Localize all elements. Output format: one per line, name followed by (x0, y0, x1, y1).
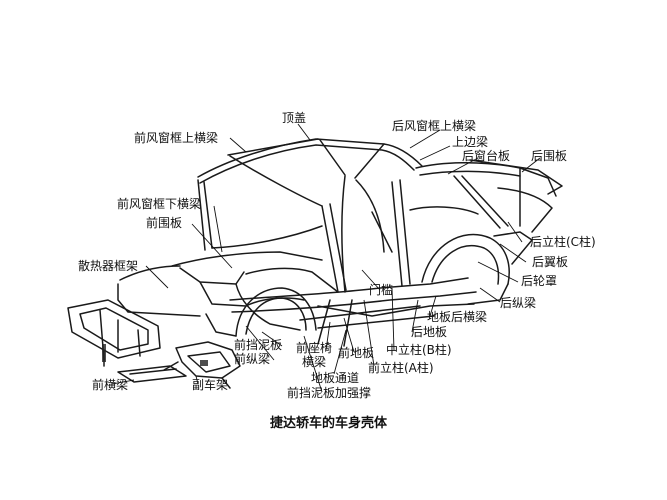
roof-frame (197, 138, 423, 184)
label-front-seat-cross-beam-line1: 前座椅 (296, 341, 333, 355)
a-pillar (321, 175, 347, 293)
label-subframe: 副车架 (192, 378, 229, 392)
label-floor-tunnel: 地板通道 (311, 371, 360, 385)
label-rear-wheel-house: 后轮罩 (521, 274, 558, 288)
label-rear-panel: 后围板 (531, 149, 568, 163)
radiator-frame-drawing (67, 299, 161, 367)
front-wheel-arch (235, 287, 317, 337)
front-cross-beam-drawing (117, 365, 187, 383)
b-pillar (355, 179, 411, 287)
label-rear-windshield-upper-beam: 后风窗框上横梁 (392, 119, 477, 133)
label-front-seat-cross-beam-line2: 横梁 (302, 355, 327, 369)
label-rear-floor: 后地板 (411, 325, 448, 339)
label-floor-rear-cross-beam: 地板后横梁 (427, 310, 488, 324)
windshield-frame (197, 155, 323, 251)
label-front-cross-beam: 前横梁 (92, 378, 129, 392)
label-rear-window-shelf: 后窗台板 (462, 149, 511, 163)
label-front-longitudinal-beam: 前纵梁 (234, 352, 271, 366)
engine-bay (117, 251, 339, 337)
diagram-caption: 捷达轿车的车身壳体 (270, 416, 388, 431)
label-a-pillar: 前立柱(A柱) (368, 361, 434, 375)
label-front-floor: 前地板 (338, 346, 375, 360)
label-door-sill: 门槛 (369, 283, 394, 297)
label-rear-fender: 后翼板 (532, 255, 569, 269)
rear-body (371, 159, 563, 253)
label-front-fender-brace: 前挡泥板加强撑 (287, 386, 372, 400)
leader-lines (111, 123, 541, 393)
rear-wheel-house (421, 231, 533, 305)
label-c-pillar: 后立柱(C柱) (530, 235, 596, 249)
label-upper-side-rail: 上边梁 (452, 135, 489, 149)
label-b-pillar: 中立柱(B柱) (386, 343, 452, 357)
label-front-panel: 前围板 (146, 216, 183, 230)
label-rear-longitudinal-beam: 后纵梁 (500, 296, 537, 310)
label-front-fender-apron: 前挡泥板 (234, 338, 283, 352)
label-roof: 顶盖 (282, 111, 307, 125)
label-front-windshield-upper-beam: 前风窗框上横梁 (134, 131, 219, 145)
label-radiator-frame: 散热器框架 (78, 259, 139, 273)
label-front-windshield-lower-beam: 前风窗框下横梁 (117, 197, 202, 211)
